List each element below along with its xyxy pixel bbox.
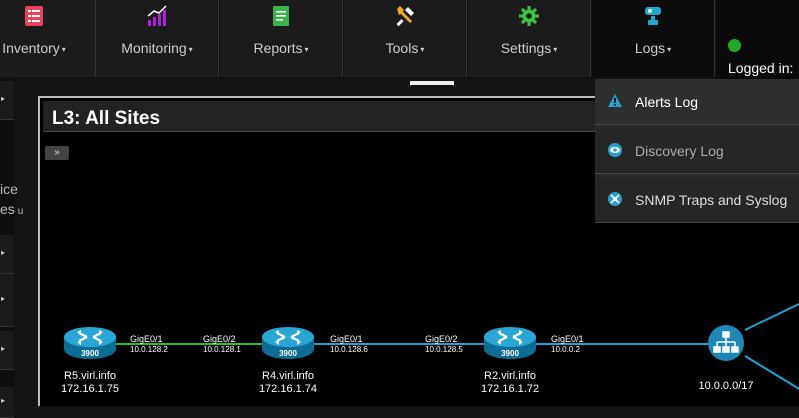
router-model-label: 3900 [501, 349, 519, 358]
monitoring-chart-icon [146, 5, 168, 27]
left-sidebar: ▸ ▸ ▸ ▸ ▸ [0, 79, 15, 418]
nav-settings-label: Settings [500, 40, 552, 56]
logs-icon [642, 5, 664, 27]
inventory-list-icon [23, 5, 45, 27]
tools-wrench-icon [394, 5, 416, 27]
menu-item-discovery-log[interactable]: Discovery Log [595, 128, 799, 174]
link-network-offscreen[interactable] [744, 355, 799, 390]
sidebar-text-fragment: u [17, 206, 24, 217]
sidebar-text-fragment: ice [0, 181, 18, 197]
chevron-right-icon: ▸ [1, 344, 6, 353]
node-name-label: R4.virl.info [262, 370, 314, 382]
node-name-label: R5.virl.info [64, 370, 116, 382]
chevron-down-icon: ▾ [553, 44, 558, 54]
snmp-traps-icon [607, 191, 623, 207]
interface-label: GigE0/2 [203, 334, 236, 344]
sidebar-collapsed-item[interactable]: ▸ [0, 235, 14, 274]
network-label: 10.0.0.0/17 [698, 380, 753, 392]
chevron-right-icon: ▸ [1, 294, 6, 303]
sidebar-collapsed-item[interactable]: ▸ [0, 81, 14, 120]
chevron-right-icon: ▸ [1, 248, 6, 257]
reports-document-icon [270, 5, 292, 27]
nav-tools-label: Tools [385, 40, 419, 56]
settings-gear-icon [518, 5, 540, 27]
topology-map[interactable]: GigE0/1 10.0.128.2 GigE0/2 10.0.128.1 Gi… [40, 98, 799, 408]
login-status-area: Logged in: [716, 0, 799, 79]
interface-label: GigE0/1 [551, 334, 584, 344]
chevron-down-icon: ▾ [420, 44, 425, 54]
interface-ip-label: 10.0.0.2 [551, 345, 580, 354]
node-ip-label: 172.16.1.75 [61, 383, 119, 395]
nav-logs[interactable]: Logs▾ [592, 0, 715, 77]
nav-monitoring-label: Monitoring [121, 40, 187, 56]
resize-handle[interactable] [410, 81, 454, 85]
interface-ip-label: 10.0.128.2 [130, 345, 168, 354]
router-node-r5[interactable]: 3900 R5.virl.info 172.16.1.75 [61, 325, 119, 395]
router-node-r4[interactable]: 3900 R4.virl.info 172.16.1.74 [259, 325, 317, 395]
interface-ip-label: 10.0.128.1 [203, 345, 241, 354]
sidebar-collapsed-item[interactable]: ▸ [0, 387, 14, 418]
nav-inventory[interactable]: Inventory▾ [0, 0, 96, 77]
interface-label: GigE0/1 [330, 334, 363, 344]
logged-in-label: Logged in: [728, 60, 794, 76]
chevron-down-icon: ▾ [188, 44, 193, 54]
menu-item-label: Alerts Log [635, 94, 699, 110]
menu-item-alerts-log[interactable]: Alerts Log [595, 79, 799, 125]
sidebar-collapsed-item[interactable]: ▸ [0, 331, 14, 370]
interface-ip-label: 10.0.128.6 [330, 345, 368, 354]
sidebar-text-fragment: es [0, 201, 15, 217]
sidebar-collapsed-item[interactable]: ▸ [0, 274, 14, 327]
node-ip-label: 172.16.1.74 [259, 383, 317, 395]
network-switch-icon [708, 325, 744, 361]
menu-item-label: Discovery Log [635, 143, 724, 159]
menu-item-snmp-traps-syslog[interactable]: SNMP Traps and Syslog [595, 177, 799, 223]
nav-reports[interactable]: Reports▾ [220, 0, 343, 77]
eye-icon [607, 142, 623, 158]
nav-inventory-label: Inventory [2, 40, 60, 56]
chevron-down-icon: ▾ [667, 44, 672, 54]
top-navigation-bar: Inventory▾ Monitoring▾ Reports▾ Tools▾ S… [0, 0, 799, 79]
chevron-right-icon: ▸ [1, 396, 6, 405]
nav-tools[interactable]: Tools▾ [344, 0, 467, 77]
status-indicator-icon [728, 39, 741, 52]
expand-button[interactable]: » [45, 146, 69, 160]
node-ip-label: 172.16.1.72 [481, 383, 539, 395]
node-name-label: R2.virl.info [484, 370, 536, 382]
chevron-right-icon: ▸ [1, 94, 6, 103]
nav-logs-label: Logs [634, 40, 666, 56]
chevron-down-icon: ▾ [61, 44, 66, 54]
logs-dropdown-menu: Alerts Log Discovery Log SNMP Traps and … [595, 79, 799, 223]
interface-label: GigE0/1 [130, 334, 163, 344]
chevron-down-icon: ▾ [304, 44, 309, 54]
link-network-offscreen[interactable] [744, 302, 799, 331]
menu-item-label: SNMP Traps and Syslog [635, 192, 788, 208]
router-node-r2[interactable]: 3900 R2.virl.info 172.16.1.72 [481, 325, 539, 395]
alert-triangle-icon [607, 93, 623, 109]
panel-title: L3: All Sites [52, 108, 161, 129]
interface-ip-label: 10.0.128.5 [425, 345, 463, 354]
router-model-label: 3900 [81, 349, 99, 358]
router-model-label: 3900 [279, 349, 297, 358]
interface-label: GigE0/2 [425, 334, 458, 344]
nav-monitoring[interactable]: Monitoring▾ [96, 0, 219, 77]
nav-settings[interactable]: Settings▾ [468, 0, 591, 77]
nav-reports-label: Reports [253, 40, 303, 56]
network-node[interactable]: 10.0.0.0/17 [698, 325, 754, 392]
